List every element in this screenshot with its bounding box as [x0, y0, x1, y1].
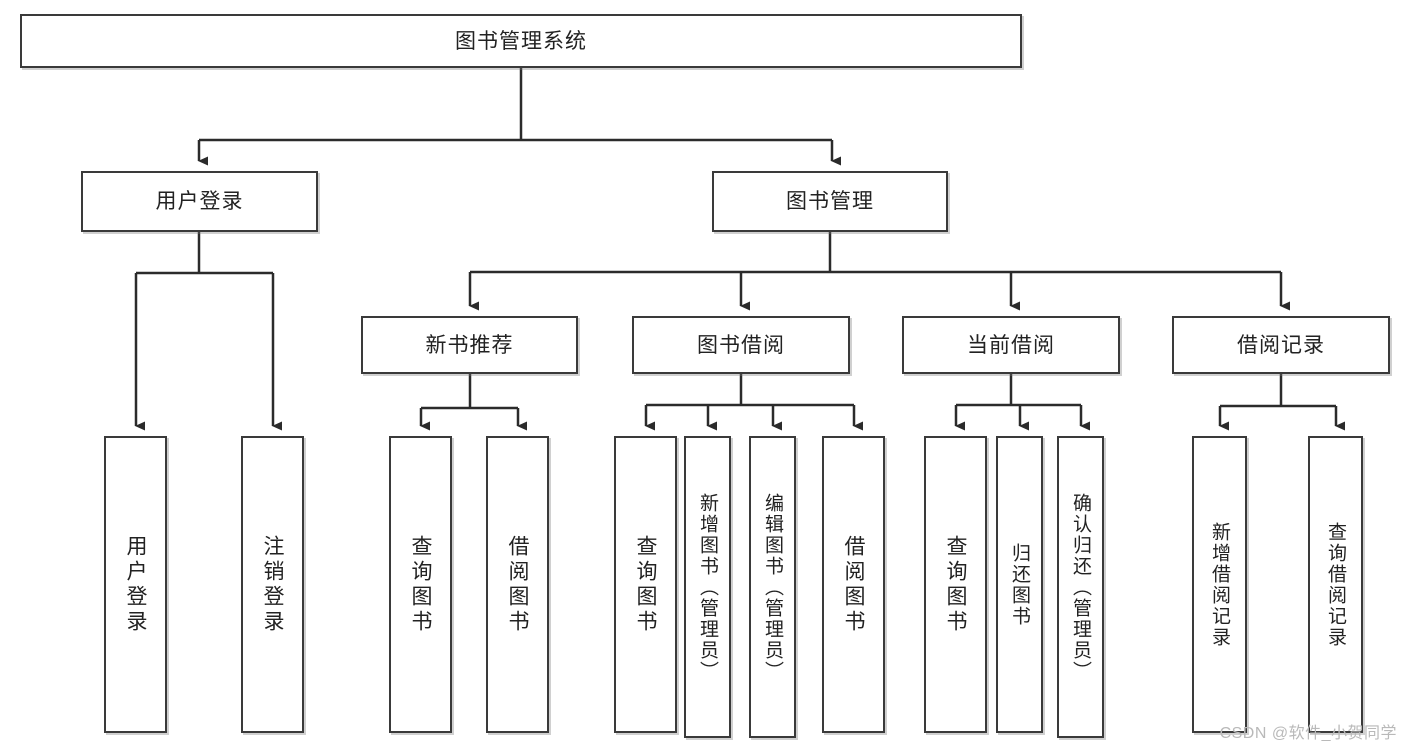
leaf-cur-confirm-return[interactable]: 确认归还（管理员）: [1057, 436, 1104, 738]
leaf-borrow-borrow-book[interactable]: 借阅图书: [822, 436, 885, 733]
leaf-borrow-query-book[interactable]: 查询图书: [614, 436, 677, 733]
leaf-borrow-add-book[interactable]: 新增图书（管理员）: [684, 436, 731, 738]
leaf-rec-query-record[interactable]: 查询借阅记录: [1308, 436, 1363, 733]
node-borrow-record[interactable]: 借阅记录: [1172, 316, 1390, 374]
node-book-manage[interactable]: 图书管理: [712, 171, 948, 232]
leaf-cur-query-book[interactable]: 查询图书: [924, 436, 987, 733]
leaf-rec-query-book[interactable]: 查询图书: [389, 436, 452, 733]
node-new-book-rec[interactable]: 新书推荐: [361, 316, 578, 374]
leaf-borrow-edit-book[interactable]: 编辑图书（管理员）: [749, 436, 796, 738]
leaf-rec-borrow-book[interactable]: 借阅图书: [486, 436, 549, 733]
node-root[interactable]: 图书管理系统: [20, 14, 1022, 68]
leaf-cur-return-book[interactable]: 归还图书: [996, 436, 1043, 733]
leaf-user-login[interactable]: 用户登录: [104, 436, 167, 733]
leaf-rec-add-record[interactable]: 新增借阅记录: [1192, 436, 1247, 733]
node-current-borrow[interactable]: 当前借阅: [902, 316, 1120, 374]
node-book-borrow[interactable]: 图书借阅: [632, 316, 850, 374]
node-user-login[interactable]: 用户登录: [81, 171, 318, 232]
leaf-user-logout[interactable]: 注销登录: [241, 436, 304, 733]
